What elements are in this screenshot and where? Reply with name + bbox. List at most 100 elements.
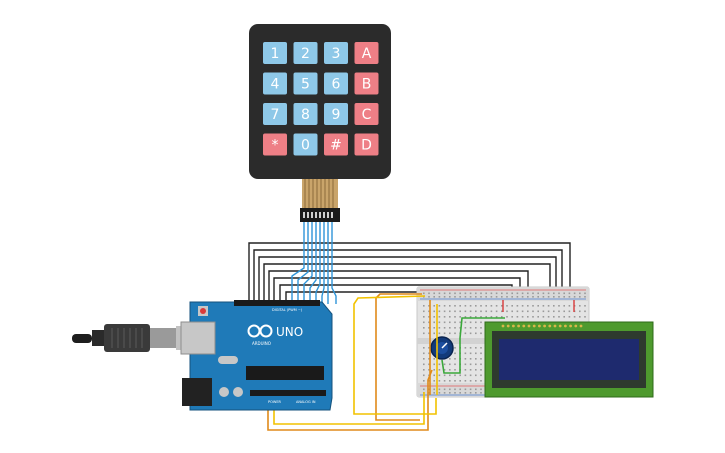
breadboard-hole[interactable] [527, 310, 529, 313]
breadboard-hole[interactable] [454, 392, 456, 394]
breadboard-hole[interactable] [469, 316, 472, 318]
breadboard-hole[interactable] [449, 310, 451, 313]
breadboard-hole[interactable] [423, 380, 425, 382]
breadboard-hole[interactable] [438, 332, 441, 335]
breadboard-hole[interactable] [501, 292, 503, 295]
key-symbol-button[interactable]: A [354, 42, 379, 64]
breadboard-hole[interactable] [469, 310, 472, 313]
breadboard-hole[interactable] [469, 292, 472, 295]
breadboard-hole[interactable] [438, 321, 441, 324]
breadboard-hole[interactable] [459, 327, 461, 329]
breadboard-hole[interactable] [573, 316, 576, 318]
breadboard-hole[interactable] [428, 363, 430, 366]
breadboard-hole[interactable] [579, 296, 581, 298]
breadboard-hole[interactable] [573, 292, 576, 295]
lcd-pin[interactable] [538, 324, 541, 328]
breadboard-hole[interactable] [443, 292, 446, 295]
lcd-pin[interactable] [532, 324, 536, 328]
breadboard-hole[interactable] [537, 305, 539, 307]
breadboard-hole[interactable] [438, 363, 441, 366]
breadboard-hole[interactable] [501, 296, 503, 298]
breadboard-hole[interactable] [449, 316, 451, 318]
breadboard-hole[interactable] [438, 296, 441, 298]
key-digit-button[interactable]: 8 [293, 103, 318, 125]
breadboard-hole[interactable] [464, 369, 467, 371]
breadboard-hole[interactable] [584, 296, 586, 298]
breadboard-hole[interactable] [501, 305, 503, 307]
breadboard-hole[interactable] [433, 310, 435, 313]
breadboard-hole[interactable] [469, 352, 472, 355]
breadboard-hole[interactable] [428, 352, 430, 355]
breadboard-hole[interactable] [423, 363, 425, 366]
key-digit-button[interactable]: 1 [263, 42, 287, 64]
breadboard-hole[interactable] [443, 332, 446, 335]
breadboard-hole[interactable] [521, 316, 524, 318]
breadboard-hole[interactable] [537, 292, 539, 295]
breadboard-hole[interactable] [459, 380, 461, 382]
breadboard-hole[interactable] [511, 310, 513, 313]
breadboard-hole[interactable] [428, 296, 430, 298]
breadboard-hole[interactable] [480, 296, 482, 298]
breadboard-hole[interactable] [579, 316, 581, 318]
breadboard-hole[interactable] [469, 392, 472, 394]
breadboard-hole[interactable] [433, 296, 435, 298]
breadboard-hole[interactable] [454, 296, 456, 298]
breadboard-hole[interactable] [584, 292, 586, 295]
breadboard-hole[interactable] [464, 347, 467, 349]
breadboard-hole[interactable] [469, 347, 472, 349]
breadboard-hole[interactable] [433, 369, 435, 371]
breadboard-hole[interactable] [433, 292, 435, 295]
breadboard-hole[interactable] [485, 292, 487, 295]
breadboard-hole[interactable] [516, 310, 519, 313]
breadboard-hole[interactable] [547, 316, 550, 318]
lcd-pin[interactable] [522, 324, 526, 328]
breadboard-hole[interactable] [449, 321, 451, 324]
breadboard-hole[interactable] [449, 332, 451, 335]
lcd-display[interactable] [484, 321, 654, 398]
breadboard-hole[interactable] [542, 305, 545, 307]
breadboard-hole[interactable] [454, 327, 456, 329]
key-digit-button[interactable]: 0 [293, 133, 318, 156]
breadboard-hole[interactable] [516, 316, 519, 318]
breadboard-hole[interactable] [475, 358, 477, 360]
breadboard-hole[interactable] [423, 369, 425, 371]
breadboard-hole[interactable] [443, 369, 446, 371]
lcd-pin[interactable] [564, 324, 567, 328]
breadboard-hole[interactable] [433, 327, 435, 329]
breadboard-hole[interactable] [423, 305, 425, 307]
breadboard-hole[interactable] [542, 316, 545, 318]
breadboard-hole[interactable] [459, 316, 461, 318]
breadboard-hole[interactable] [475, 369, 477, 371]
breadboard-hole[interactable] [428, 388, 430, 391]
breadboard-hole[interactable] [485, 310, 487, 313]
breadboard-hole[interactable] [428, 316, 430, 318]
breadboard-hole[interactable] [443, 321, 446, 324]
breadboard-hole[interactable] [464, 358, 467, 360]
lcd-pin[interactable] [517, 324, 520, 328]
breadboard-hole[interactable] [568, 292, 571, 295]
breadboard-hole[interactable] [464, 332, 467, 335]
breadboard-hole[interactable] [428, 305, 430, 307]
breadboard-hole[interactable] [459, 292, 461, 295]
breadboard-hole[interactable] [438, 380, 441, 382]
breadboard-hole[interactable] [438, 392, 441, 394]
breadboard-hole[interactable] [506, 305, 508, 307]
breadboard-hole[interactable] [454, 380, 456, 382]
breadboard-hole[interactable] [563, 305, 565, 307]
breadboard-hole[interactable] [563, 296, 565, 298]
breadboard-hole[interactable] [433, 380, 435, 382]
breadboard-hole[interactable] [475, 352, 477, 355]
breadboard-hole[interactable] [433, 374, 435, 377]
breadboard-hole[interactable] [454, 352, 456, 355]
breadboard-hole[interactable] [423, 321, 425, 324]
breadboard-hole[interactable] [506, 292, 508, 295]
breadboard-hole[interactable] [454, 374, 456, 377]
breadboard-hole[interactable] [558, 310, 560, 313]
breadboard-hole[interactable] [475, 321, 477, 324]
breadboard-hole[interactable] [521, 305, 524, 307]
breadboard-hole[interactable] [449, 292, 451, 295]
breadboard-hole[interactable] [490, 305, 493, 307]
lcd-pin[interactable] [574, 324, 578, 328]
breadboard-hole[interactable] [480, 392, 482, 394]
breadboard-hole[interactable] [423, 327, 425, 329]
